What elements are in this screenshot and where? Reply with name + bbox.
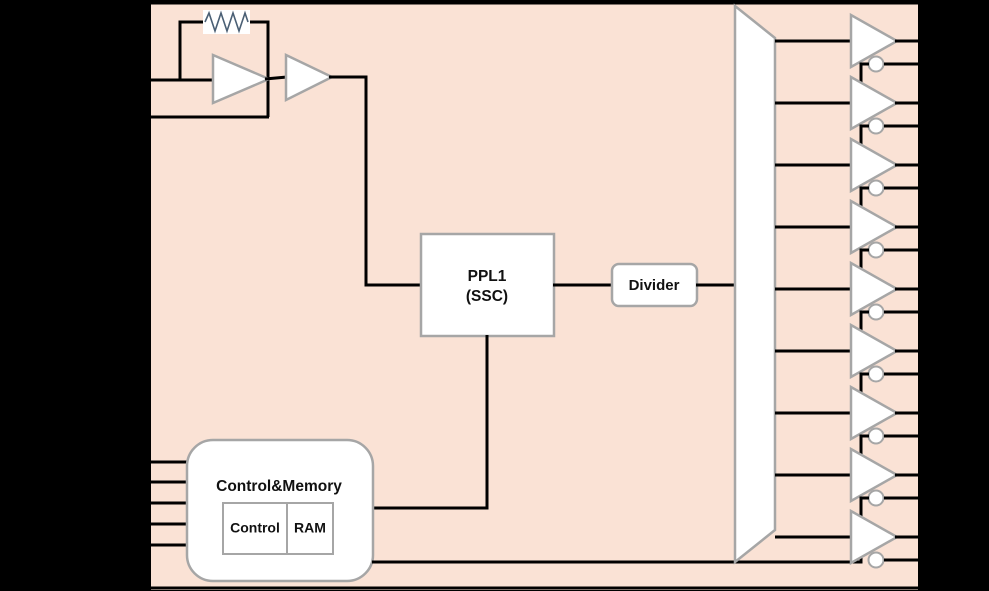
buffer-triangle-3 <box>849 198 900 256</box>
ram-sub-block[interactable] <box>286 502 334 555</box>
inverting-bubble-4 <box>867 303 885 321</box>
output-buffer-5[interactable] <box>775 322 918 398</box>
wire-osc-to-pll1 <box>329 75 423 287</box>
control-memory-label: Control&Memory <box>216 478 342 495</box>
wire-amp-to-buffer <box>264 75 288 81</box>
buffer-triangle-6 <box>849 384 900 442</box>
output-buffer-2[interactable] <box>775 136 918 212</box>
output-buffer-6[interactable] <box>775 384 918 460</box>
bubble-stem-0 <box>859 62 869 88</box>
output-buffer-8[interactable] <box>775 508 918 569</box>
wire-feedback-upper <box>178 20 203 80</box>
output-buffer-0[interactable] <box>775 12 918 88</box>
ram-sub-label: RAM <box>294 520 326 536</box>
buffer-triangle-7 <box>849 446 900 504</box>
inverting-bubble-5 <box>867 365 885 383</box>
bubble-stem-7 <box>859 496 869 522</box>
buffer-triangle-2 <box>849 136 900 194</box>
inverting-bubble-6 <box>867 427 885 445</box>
output-multiplexer[interactable] <box>733 3 777 565</box>
oscillator-output-buffer <box>284 53 335 103</box>
oscillator-amplifier <box>211 53 273 105</box>
inverting-bubble-0 <box>867 55 885 73</box>
buffer-triangle-4 <box>849 260 900 318</box>
bubble-stem-2 <box>859 186 869 212</box>
wire-pll1-to-control <box>372 335 489 510</box>
pll1-label-line1: PPL1 <box>468 268 507 285</box>
output-buffer-1[interactable] <box>775 74 918 150</box>
inverting-bubble-2 <box>867 179 885 197</box>
bubble-stem-5 <box>859 372 869 398</box>
buffer-triangle-5 <box>849 322 900 380</box>
wire-feedback-right <box>250 20 270 117</box>
output-buffer-3[interactable] <box>775 198 918 274</box>
control-sub-label: Control <box>230 520 280 536</box>
buffer-triangle-0 <box>849 12 900 70</box>
buffer-triangle-1 <box>849 74 900 132</box>
bubble-stem-3 <box>859 248 869 274</box>
output-buffer-4[interactable] <box>775 260 918 336</box>
bubble-stem-1 <box>859 124 869 150</box>
output-buffer-7[interactable] <box>775 446 918 522</box>
bubble-stem-6 <box>859 434 869 460</box>
inverting-bubble-7 <box>867 489 885 507</box>
bubble-stem-4 <box>859 310 869 336</box>
resistor-zigzag-icon <box>204 10 249 34</box>
inverting-bubble-3 <box>867 241 885 259</box>
control-sub-block[interactable] <box>222 502 288 555</box>
inverting-bubble-1 <box>867 117 885 135</box>
inverting-bubble-8 <box>867 551 885 569</box>
buffer-triangle-8 <box>849 508 900 566</box>
pll1-label-line2: (SSC) <box>466 288 508 305</box>
divider-label: Divider <box>629 277 680 294</box>
